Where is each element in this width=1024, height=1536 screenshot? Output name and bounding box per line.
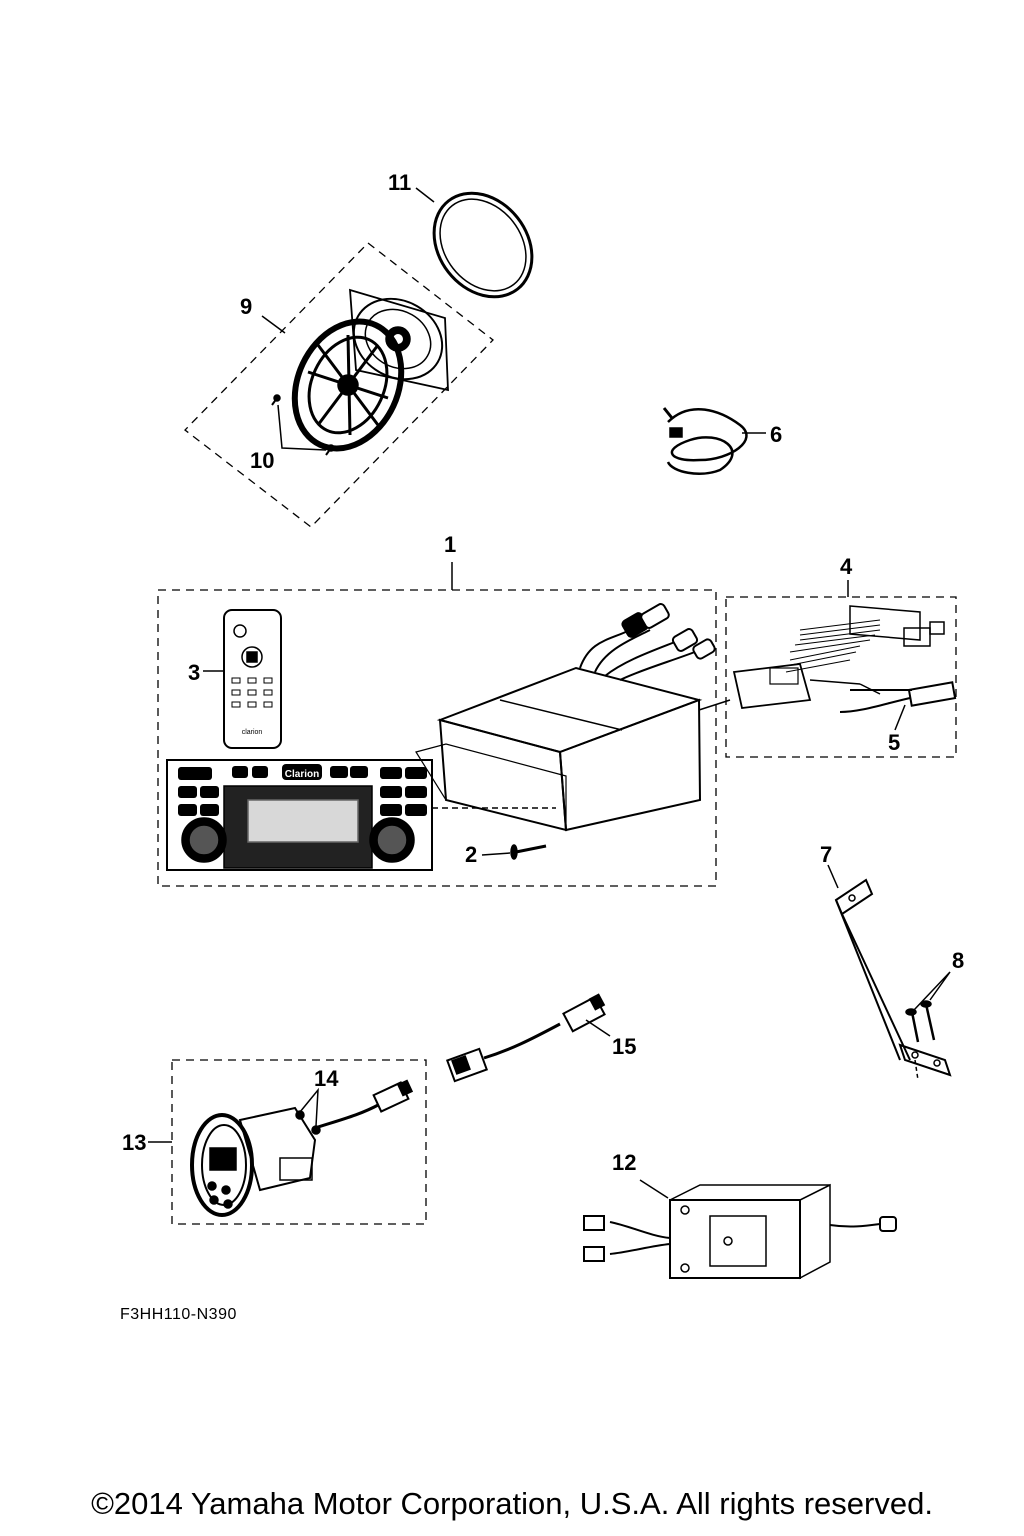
callout-8: 8 [952, 948, 964, 973]
part-15-usb-cable [445, 993, 611, 1083]
part-4-group-outline [725, 596, 957, 758]
callout-1: 1 [444, 532, 456, 557]
callout-11: 11 [388, 170, 411, 195]
part-7-bracket [827, 864, 952, 1081]
part-1-connectors [579, 603, 716, 681]
part-8-screws [905, 971, 951, 1043]
callout-3: 3 [188, 660, 200, 685]
part-14-screws [295, 1087, 321, 1135]
part-13-gauge [190, 1079, 414, 1217]
part-4-harness [732, 605, 945, 709]
callout-13: 13 [122, 1130, 146, 1155]
part-11-speaker-ring [415, 187, 534, 299]
part-1-chassis [415, 666, 731, 832]
callout-10: 10 [250, 448, 274, 473]
part-10-screws [271, 394, 335, 456]
part-9-group-outline [184, 242, 494, 528]
part-5-fuse-holder [839, 681, 957, 731]
part-1-front-panel [166, 759, 433, 871]
stereo-brand-label: Clarion [285, 769, 319, 780]
part-2-screw [481, 844, 547, 860]
copyright-notice: ©2014 Yamaha Motor Corporation, U.S.A. A… [91, 1486, 933, 1521]
callout-2: 2 [465, 842, 477, 867]
callout-4: 4 [840, 554, 853, 579]
part-3-remote [203, 609, 282, 749]
part-12-module [583, 1179, 897, 1280]
part-13-group-outline [171, 1059, 427, 1225]
part-6-wire [662, 407, 766, 475]
callout-14: 14 [314, 1066, 339, 1091]
callout-6: 6 [770, 422, 782, 447]
callout-9: 9 [240, 294, 252, 319]
remote-brand-label: clarion [242, 729, 263, 736]
callout-5: 5 [888, 730, 900, 755]
callout-15: 15 [612, 1034, 636, 1059]
callout-7: 7 [820, 842, 832, 867]
diagram-code: F3HH110-N390 [120, 1306, 237, 1323]
part-9-speaker [291, 288, 449, 452]
callout-12: 12 [612, 1150, 636, 1175]
part-1-group-outline [157, 589, 717, 887]
